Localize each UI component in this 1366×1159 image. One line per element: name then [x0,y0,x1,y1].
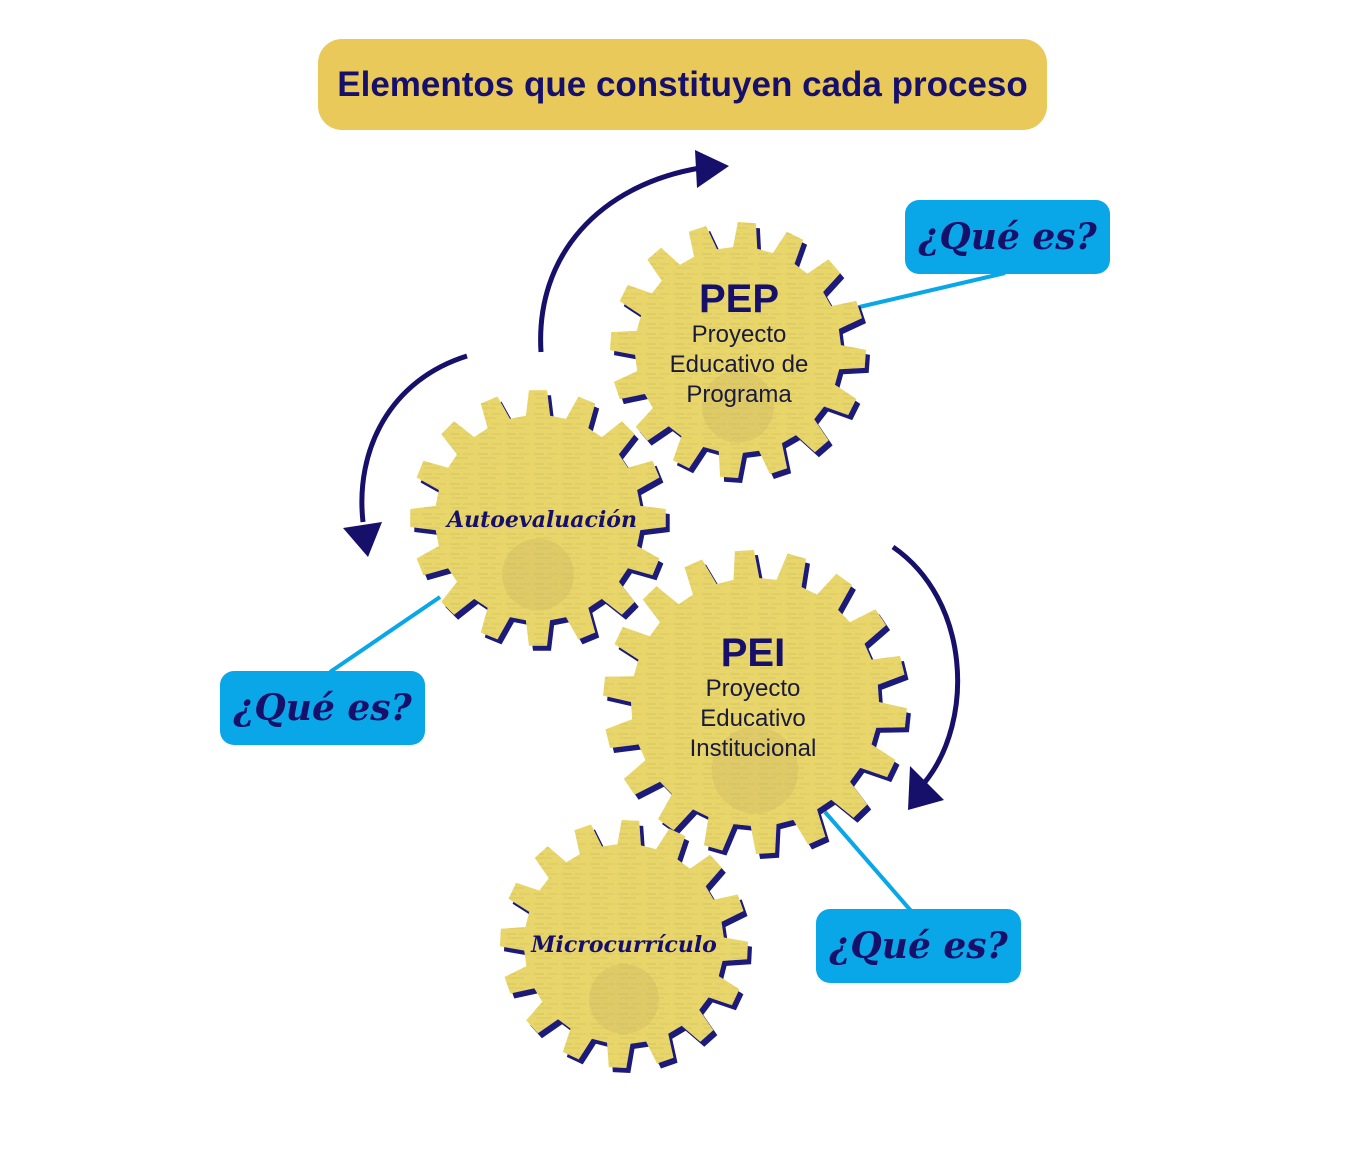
pei-question-button[interactable]: ¿Qué es? [816,909,1021,983]
gear-texture [603,550,907,854]
arrow-head [695,150,729,188]
gear-icon [500,820,752,1073]
gear-label-pei: PEI Proyecto Educativo Institucional [643,632,863,764]
gear-shading [701,370,775,443]
gear-icon [410,390,670,651]
autoevaluacion-question-label: ¿Qué es? [233,687,412,729]
microcurriculo-label: Microcurrículo [531,932,717,958]
gear-texture [500,820,748,1068]
connector-line-autoevaluacion [328,595,442,674]
title-banner: Elementos que constituyen cada proceso [318,39,1047,130]
autoevaluacion-question-button[interactable]: ¿Qué es? [220,671,425,745]
gear-icon [610,222,870,483]
pep-acronym: PEP [698,277,780,321]
gear-label-autoevaluacion: Autoevaluación [412,506,672,534]
pep-full-name: Proyecto Educativo de Programa [669,321,809,408]
arrow-head [908,766,944,810]
gear-shading [589,964,659,1034]
curved-arrow-icon [359,353,468,523]
gear-texture [410,390,666,646]
curved-arrow-icon [538,165,701,353]
page-title: Elementos que constituyen cada proceso [337,64,1028,104]
gear-icon [603,550,911,859]
pei-full-name: Proyecto Educativo Institucional [689,675,817,762]
arrow-head [343,522,382,557]
gear-texture [610,222,866,478]
gear-shading [711,726,799,814]
pep-question-button[interactable]: ¿Qué es? [905,200,1110,274]
connector-line-pep [854,271,1006,310]
gear-label-microcurriculo: Microcurrículo [494,931,754,959]
connector-line-pei [823,810,914,914]
pei-acronym: PEI [720,631,786,675]
gear-label-pep: PEP Proyecto Educativo de Programa [639,278,839,410]
autoevaluacion-label: Autoevaluación [447,507,637,533]
gear-shading [501,538,575,611]
curved-arrow-icon [891,544,961,784]
pei-question-label: ¿Qué es? [829,925,1008,967]
pep-question-label: ¿Qué es? [918,216,1097,258]
